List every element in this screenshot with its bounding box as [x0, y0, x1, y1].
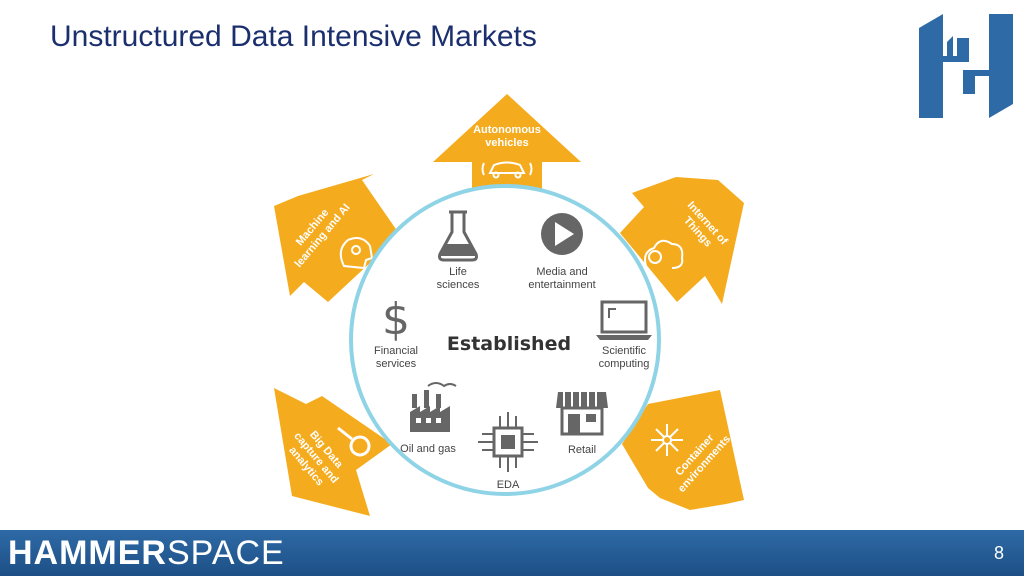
- svg-text:sciences: sciences: [437, 279, 480, 291]
- car-icon: [481, 161, 533, 179]
- center-label: Established: [447, 333, 571, 355]
- flask-icon: [438, 210, 478, 262]
- segment-eda: EDA: [478, 412, 538, 491]
- arrow-autonomous-vehicles: Autonomous vehicles: [433, 94, 581, 195]
- magnifier-icon: [337, 426, 371, 457]
- segment-scientific-computing: Scientific computing: [596, 300, 652, 370]
- svg-text:Life: Life: [449, 266, 467, 278]
- svg-text:services: services: [376, 358, 417, 370]
- page-title: Unstructured Data Intensive Markets: [50, 20, 537, 53]
- brand-wordmark: HAMMERSPACE: [8, 534, 285, 572]
- segment-oil-gas: Oil and gas: [400, 382, 457, 455]
- svg-text:Oil and gas: Oil and gas: [400, 443, 456, 455]
- segment-life-sciences: Life sciences: [437, 210, 480, 291]
- segment-financial-services: $ Financial services: [374, 294, 418, 370]
- svg-text:Retail: Retail: [568, 444, 596, 456]
- laptop-icon: [596, 300, 652, 340]
- network-icon: [651, 424, 683, 456]
- factory-icon: [410, 382, 457, 432]
- chip-icon: [478, 412, 538, 472]
- svg-text:Financial: Financial: [374, 345, 418, 357]
- svg-text:$: $: [382, 294, 410, 345]
- svg-text:Autonomous: Autonomous: [473, 124, 541, 136]
- svg-text:Media and: Media and: [536, 266, 587, 278]
- brain-head-icon: [339, 237, 374, 270]
- dollar-icon: $: [382, 294, 410, 345]
- svg-text:Scientific: Scientific: [602, 345, 647, 357]
- arrow-container-environments: Container environments: [622, 390, 744, 510]
- gear-cloud-icon: [644, 239, 684, 269]
- svg-text:vehicles: vehicles: [485, 137, 528, 149]
- svg-text:computing: computing: [599, 358, 650, 370]
- segment-retail: Retail: [556, 392, 608, 456]
- arrow-internet-of-things: Internet of Things: [620, 177, 744, 304]
- segment-media-entertainment: Media and entertainment: [528, 213, 596, 291]
- footer-bar: HAMMERSPACE 8: [0, 530, 1024, 576]
- svg-text:entertainment: entertainment: [528, 279, 595, 291]
- store-icon: [556, 392, 608, 436]
- play-icon: [541, 213, 583, 255]
- page-number: 8: [993, 543, 1004, 563]
- hammerspace-logo-icon: [919, 14, 1013, 118]
- arrow-machine-learning: Machine learning and AI: [274, 174, 400, 302]
- svg-text:EDA: EDA: [497, 479, 520, 491]
- arrow-big-data: Big Data capture and analytics: [274, 388, 392, 516]
